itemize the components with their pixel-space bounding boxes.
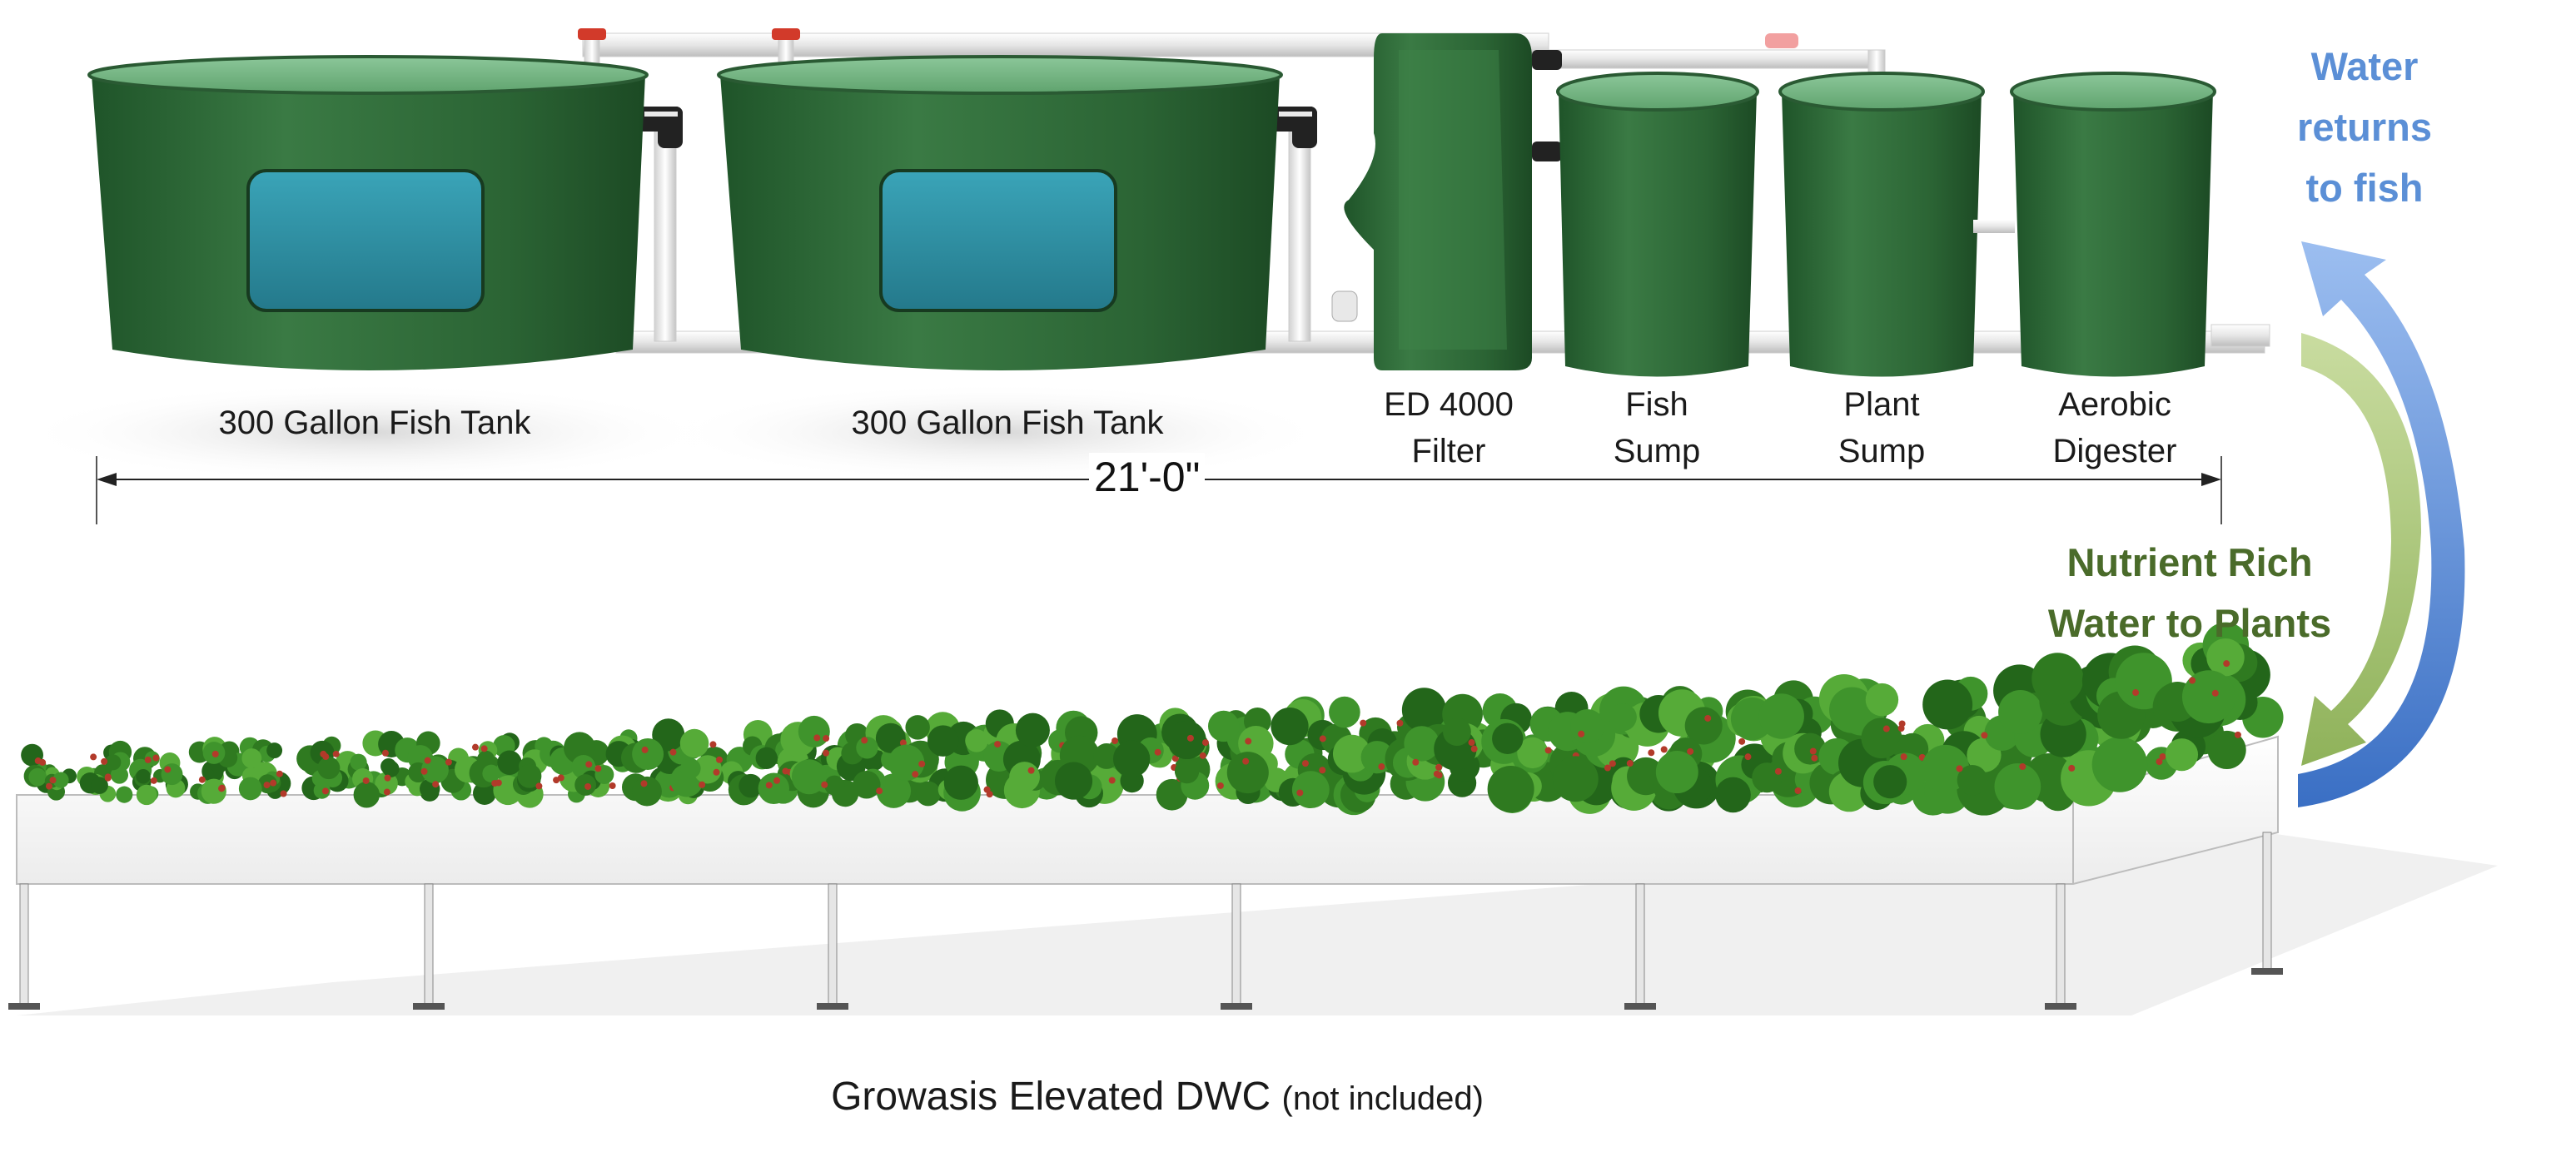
nutrient-flow-text: Nutrient Rich Water to Plants [2047,540,2332,645]
plants [21,622,2284,816]
plant [21,743,77,801]
fish-tank-1-label: 300 Gallon Fish Tank [218,405,531,441]
return-flow-text: Water returns to fish [2297,44,2432,210]
bed-leg [2251,832,2283,975]
fish-tank-2 [717,55,1283,370]
caption: Growasis Elevated DWC (not included) [0,1074,2315,1120]
elbow-fitting-icon [633,107,683,148]
plant [188,737,251,804]
fish-tank-1 [87,55,649,370]
bed-leg [2045,883,2076,1010]
tank-drain-pipe [654,124,677,342]
plant [512,737,589,808]
caption-main: Growasis Elevated DWC [831,1075,1271,1119]
grow-bed-legs [8,832,2283,1010]
filter-label: ED 4000 Filter [1384,386,1514,469]
valve-icon[interactable] [1765,33,1798,48]
fish-tank-2-label: 300 Gallon Fish Tank [851,405,1164,441]
tank-shadow [17,383,716,483]
tank-window [246,169,485,312]
filter-unit [1331,33,1562,370]
plant [129,747,188,806]
tank-window [879,169,1117,312]
tank-drain-pipe [1288,124,1311,342]
nutrient-to-plants-arrow [2301,333,2421,766]
return-to-fish-arrow [2298,241,2465,807]
plant [1271,698,1381,816]
plant [2152,622,2284,772]
fish-sump-label: Fish Sump [1613,386,1701,469]
bed-leg [817,883,848,1010]
bed-leg [1624,883,1656,1010]
aerobic-digester [1973,72,2270,377]
plant [238,737,291,801]
aerobic-digester-label: Aerobic Digester [2052,386,2177,469]
bed-leg [8,883,40,1010]
fish-sump [1556,72,1759,377]
bed-leg [1221,883,1252,1010]
plant [836,715,925,808]
elbow-fitting-icon [1267,107,1317,148]
plant [296,736,362,801]
plant [347,730,420,808]
plant [77,740,133,803]
bed-leg [413,883,445,1010]
plant-sump-label: Plant Sump [1838,386,1926,469]
plant-sump [1778,72,1985,377]
caption-note: (not included) [1281,1080,1484,1117]
overall-length: 21'-0" [1089,453,1206,501]
top-pipe-right [1548,49,1882,69]
plant [564,729,643,797]
